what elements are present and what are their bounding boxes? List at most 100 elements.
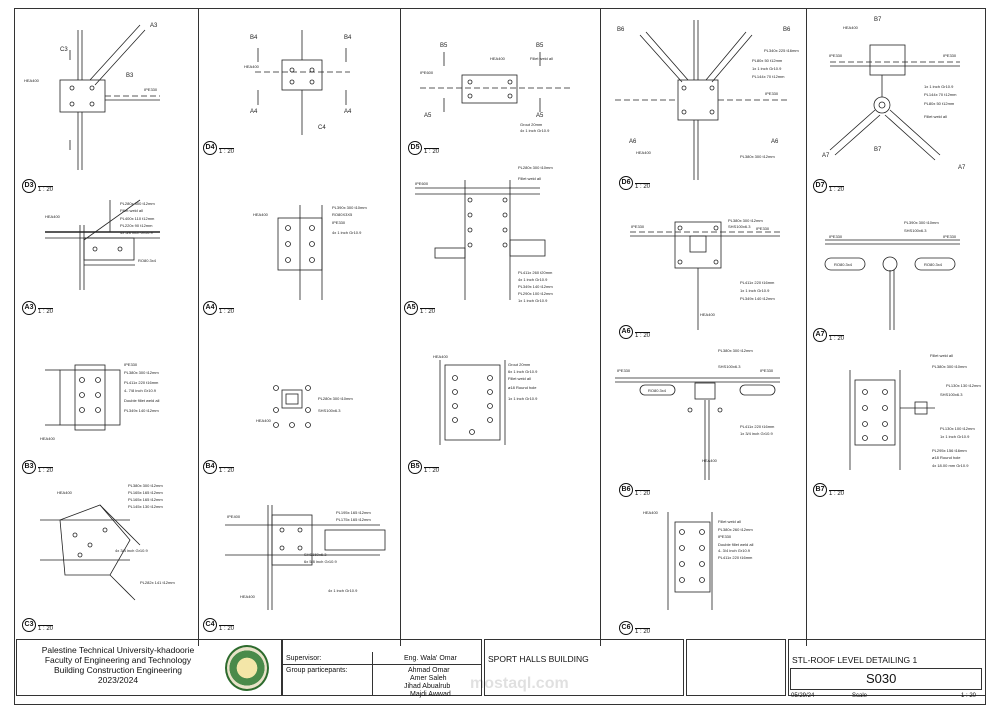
annotation-label: SHS150x6.3 [304,552,327,557]
annotation-label: IPE330 [617,368,631,373]
tag-circle: D7 [813,178,827,193]
annotation-label: HEA400 [40,436,55,441]
detail-a4-drawing [277,205,323,300]
annotation-label: RO80.3x4 [834,262,853,267]
annotation-label: 4- 3/4 inch Gr10.9 [718,548,751,553]
annotation-label: PL380x 300 t12mm [740,154,775,159]
annotation-label: IPE600 [420,70,434,75]
tag-circle: C4 [203,617,217,632]
university-line: 2023/2024 [97,675,139,685]
university-line: Building Construction Engineering [53,665,183,675]
annotation-label: IPE330 [144,87,158,92]
tag-scale: 1 : 20 [219,467,235,474]
annotation-label: A4 [344,109,352,115]
tag-scale: 1 : 20 [635,628,651,635]
annotation-label: 4x 18.00 mm Gr10.9 [932,463,969,468]
annotation-label: B3 [126,73,134,79]
annotation-label: PL349x 140 t12mm [740,296,775,301]
annotation-label: SHS100x6.3 [318,408,341,413]
annotation-label: IPE330 [756,226,770,231]
detail-b7-drawing [849,370,935,470]
annotation-label: PL165x 165 t12mm [128,490,163,495]
annotation-label: Fillet weld all [530,56,553,61]
annotation-label: SHS100x6.3 [904,228,927,233]
tag-scale: 1 : 20 [38,308,54,315]
participant-name: Ahmad Omar [408,667,450,674]
annotation-label: PL380x 300 t12mm [124,370,159,375]
annotation-label: Fillet weld all [120,208,143,213]
annotation-label: PL411x 220 t16mm [718,555,753,560]
title-block-team [282,639,482,696]
detail-b4-drawing [273,385,311,428]
annotation-label: A6 [629,139,637,145]
annotation-label: PL195x 165 t12mm [336,510,371,515]
annotation-label: PL411x 220 t16mm [740,424,775,429]
annotation-label: HEA400 [57,490,72,495]
annotation-label: ø18 Round hole [932,455,961,460]
annotation-label: PL295x 156 t16mm [932,448,967,453]
annotation-label: ø18 Round hole [508,385,537,390]
tag-circle: A6 [619,324,633,339]
tag-scale: 1 : 20 [219,308,235,315]
tag-circle: D6 [619,175,633,190]
participant-name: Amer Saleh [410,675,447,682]
annotation-label: A4 [250,109,258,115]
annotation-label: C3 [60,47,68,53]
annotation-label: B4 [344,35,352,41]
annotation-label: IPE600 [415,181,429,186]
annotation-label: HEA400 [256,418,271,423]
detail-c6-drawing [667,512,713,610]
detail-d3-drawing [59,24,160,170]
annotation-label: PL380x 300 t10mm [932,364,967,369]
annotation-label: 4x 1 inch Gr10.9 [332,230,362,235]
tag-circle: B6 [619,482,633,497]
annotation-label: A5 [424,113,432,119]
annotation-label: HEA400 [702,458,717,463]
drawing-sheet [14,8,986,705]
detail-a6-drawing [630,221,780,330]
detail-b6-drawing [615,377,780,480]
scale-value: 1 : 20 [961,693,977,699]
tag-scale: 1 : 20 [635,332,651,339]
annotation-label: PL411x 260 t20mm [518,270,553,275]
divider [372,652,373,696]
tag-circle: D3 [22,178,36,193]
detail-c4-drawing [225,505,386,610]
annotation-label: HEA400 [240,594,255,599]
annotation-label: PL280x 300 t10mm [518,165,553,170]
tag-scale: 1 : 20 [219,148,235,155]
annotation-label: B6 [617,27,625,33]
annotation-label: Fillet weld all [508,376,531,381]
annotation-label: IPE330 [124,362,138,367]
annotation-label: 4x 3/4 inch Gr10.9 [115,548,148,553]
tag-scale: 1 : 20 [420,308,436,315]
annotation-label: 1x 1 inch Gr10.9 [752,66,782,71]
annotation-label: Grout 20mm [508,362,531,367]
annotation-label: HEA400 [433,354,448,359]
annotation-label: B5 [440,43,448,49]
annotation-label: HEA400 [636,150,651,155]
participant-name: Majdi Awwad [410,691,451,698]
annotation-label: IPE330 [718,534,732,539]
supervisor-label: Supervisor: [286,655,322,662]
tag-circle: D4 [203,140,217,155]
tag-scale: 1 : 20 [635,183,651,190]
